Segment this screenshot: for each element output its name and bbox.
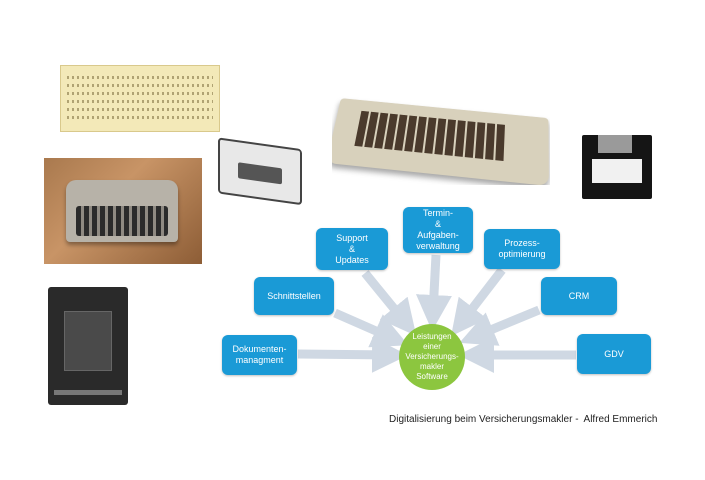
node-dokumenten: Dokumenten- managment (222, 335, 297, 375)
node-prozess: Prozess- optimierung (484, 229, 560, 269)
node-crm: CRM (541, 277, 617, 315)
arrow-support (361, 270, 417, 336)
arrow-termin (415, 254, 452, 331)
arrow-prozess (451, 267, 506, 337)
punch-card-image (60, 65, 220, 132)
center-node: Leistungen einer Versicherungs- makler S… (399, 324, 465, 390)
floppy-disk-image (582, 135, 652, 199)
caption: Digitalisierung beim Versicherungsmakler… (389, 414, 658, 425)
arrow-schnittstellen (333, 308, 409, 348)
typewriter-image (44, 158, 202, 264)
node-support: Support & Updates (316, 228, 388, 270)
arrow-dokumenten (297, 336, 408, 373)
arrow-crm (459, 305, 541, 346)
node-gdv: GDV (577, 334, 651, 374)
node-schnittstellen: Schnittstellen (254, 277, 334, 315)
node-termin: Termin- & Aufgaben- verwaltung (403, 207, 473, 253)
dictaphone-image (48, 287, 128, 405)
